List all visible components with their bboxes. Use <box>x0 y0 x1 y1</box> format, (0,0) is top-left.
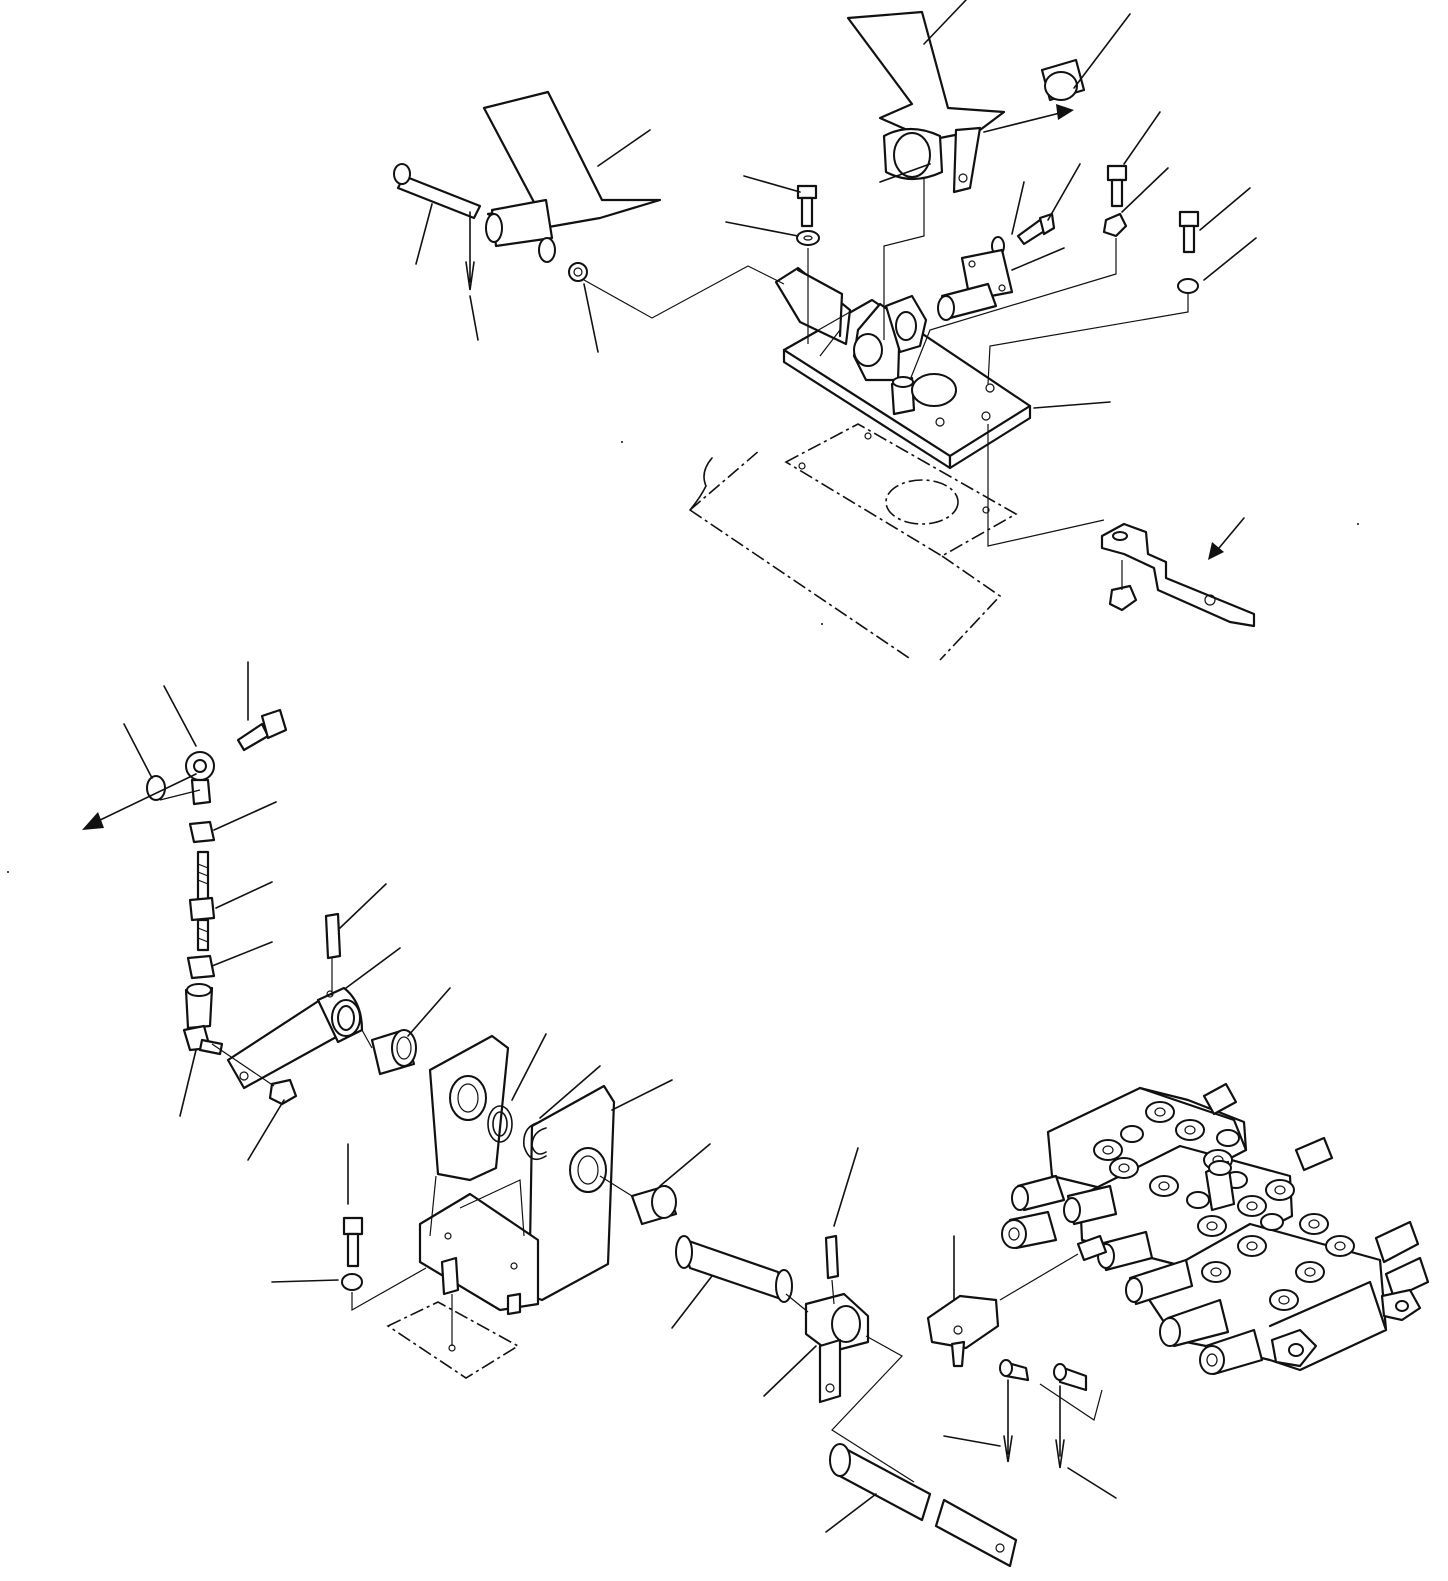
control-valve-block <box>1001 1082 1430 1376</box>
left-pedal <box>482 90 662 263</box>
split-pin <box>1055 1385 1065 1469</box>
pedal-washer <box>568 262 588 282</box>
bolt <box>1106 164 1128 208</box>
spacer-tube <box>675 1235 793 1303</box>
bolt <box>1016 212 1056 246</box>
rod-end <box>182 983 224 1056</box>
lower-linkage-assembly <box>82 661 1117 1568</box>
link-bracket <box>1100 522 1256 628</box>
lever-arm <box>226 986 364 1090</box>
valve-port <box>1093 1101 1355 1311</box>
control-lever <box>804 1292 870 1404</box>
pedal-pin <box>393 163 482 220</box>
split-pin <box>1003 1379 1013 1463</box>
roll-pin <box>324 912 342 960</box>
split-pin <box>465 211 475 291</box>
bolt <box>1178 210 1200 254</box>
rod-end-bolt <box>236 708 288 752</box>
clevis-pin <box>1053 1363 1088 1392</box>
pedal-bracket <box>774 266 1032 470</box>
roll-pin <box>824 1234 840 1280</box>
direction-arrow <box>1208 517 1245 560</box>
pedal-shaft <box>937 248 1014 321</box>
circlip <box>523 1121 547 1161</box>
pedal-bushing <box>1040 58 1086 102</box>
washer <box>341 1273 363 1291</box>
upper-pedal-assembly <box>393 0 1257 661</box>
floor-plate <box>689 423 1018 661</box>
valve-spool <box>1001 1082 1430 1376</box>
direction-arrow <box>983 104 1074 133</box>
needle-bearing <box>370 1028 417 1076</box>
clevis-pin <box>999 1359 1030 1382</box>
nut <box>268 1078 298 1106</box>
nut <box>1108 584 1138 612</box>
washer <box>1177 278 1199 294</box>
support-bracket <box>418 1034 616 1316</box>
right-pedal <box>846 10 1006 194</box>
lever-pin <box>829 1443 1018 1568</box>
snap-ring <box>487 1105 513 1143</box>
adjusting-rod <box>186 820 216 980</box>
bolt <box>796 184 818 228</box>
nut <box>1102 212 1128 238</box>
needle-bearing <box>630 1184 678 1226</box>
washer <box>796 230 820 246</box>
direction-arrow <box>82 773 197 830</box>
clevis <box>926 1294 1000 1368</box>
bolt <box>342 1216 364 1268</box>
rod-end <box>185 751 215 806</box>
mounting-plate <box>386 1294 520 1379</box>
